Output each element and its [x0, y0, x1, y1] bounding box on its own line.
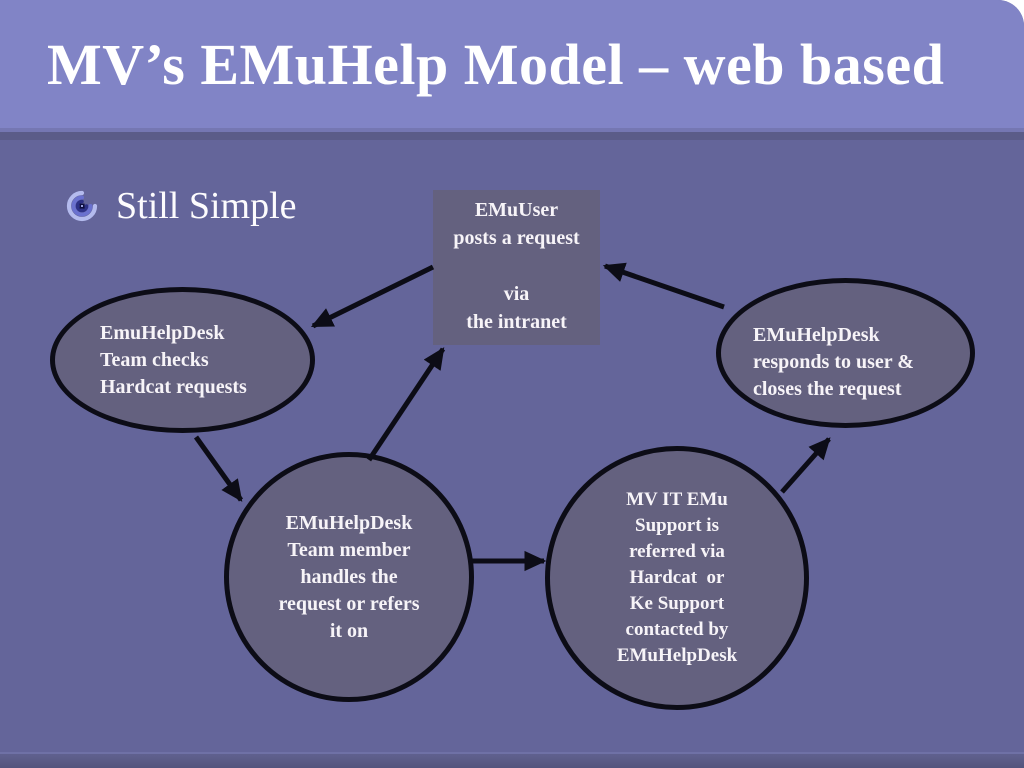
- bullet-row: Still Simple: [66, 184, 297, 228]
- arrow-responds-to-user: [602, 262, 725, 310]
- node-emuuser-rect: EMuUser posts a request via the intranet: [433, 190, 600, 345]
- node-mv-it-support-text: MV IT EMu Support is referred via Hardca…: [616, 489, 738, 666]
- arrow-member-to-user: [366, 347, 446, 462]
- node-helpdesk-responds-text: EMuHelpDesk responds to user & closes th…: [753, 323, 914, 400]
- arrow-user-to-checks: [310, 264, 435, 329]
- arrow-checks-to-member: [193, 435, 244, 502]
- slide-header: MV’s EMuHelp Model – web based: [0, 0, 1024, 128]
- header-divider-light: [0, 128, 1024, 132]
- node-helpdesk-responds-ellipse: EMuHelpDesk responds to user & closes th…: [716, 278, 975, 428]
- node-team-member-circle: EMuHelpDesk Team member handles the requ…: [224, 452, 474, 702]
- header-divider-dark: [0, 132, 1024, 140]
- slide-title: MV’s EMuHelp Model – web based: [47, 31, 945, 97]
- spiral-icon: [66, 190, 98, 222]
- arrow-mvit-to-responds: [780, 437, 831, 494]
- node-helpdesk-checks-text: EmuHelpDesk Team checks Hardcat requests: [100, 321, 247, 398]
- node-team-member-text: EMuHelpDesk Team member handles the requ…: [278, 511, 420, 642]
- node-helpdesk-checks-ellipse: EmuHelpDesk Team checks Hardcat requests: [50, 287, 315, 433]
- node-emuuser-text: EMuUser posts a request via the intranet: [453, 199, 580, 333]
- node-mv-it-support-circle: MV IT EMu Support is referred via Hardca…: [545, 446, 809, 710]
- bullet-label: Still Simple: [116, 185, 297, 227]
- bottom-edge-band: [0, 752, 1024, 768]
